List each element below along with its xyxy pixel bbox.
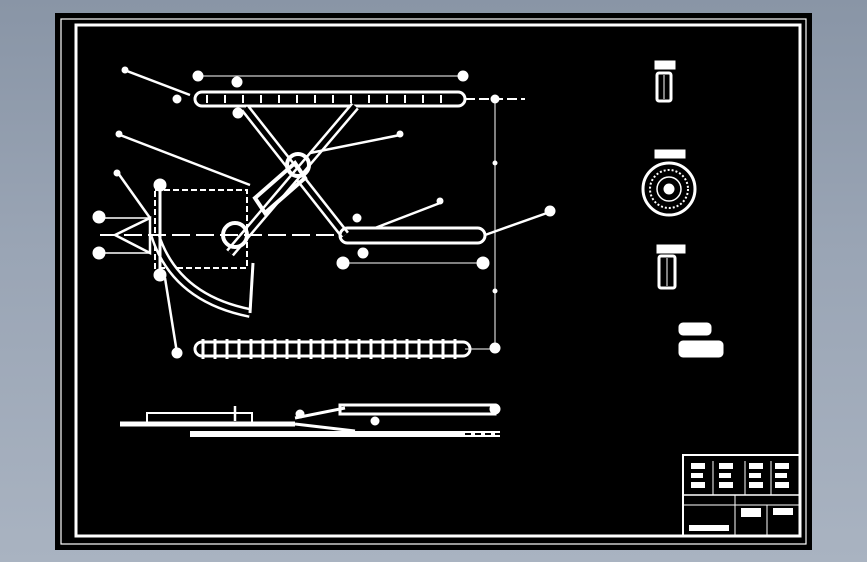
title-block [682,454,801,537]
inner-sheet-border [74,23,802,538]
side-view [120,403,501,437]
scissor-mechanism-view [92,66,556,359]
cad-drawing [60,18,807,545]
drawing-canvas[interactable] [55,13,812,550]
outer-sheet-border [60,18,807,545]
detail-views [641,60,724,358]
